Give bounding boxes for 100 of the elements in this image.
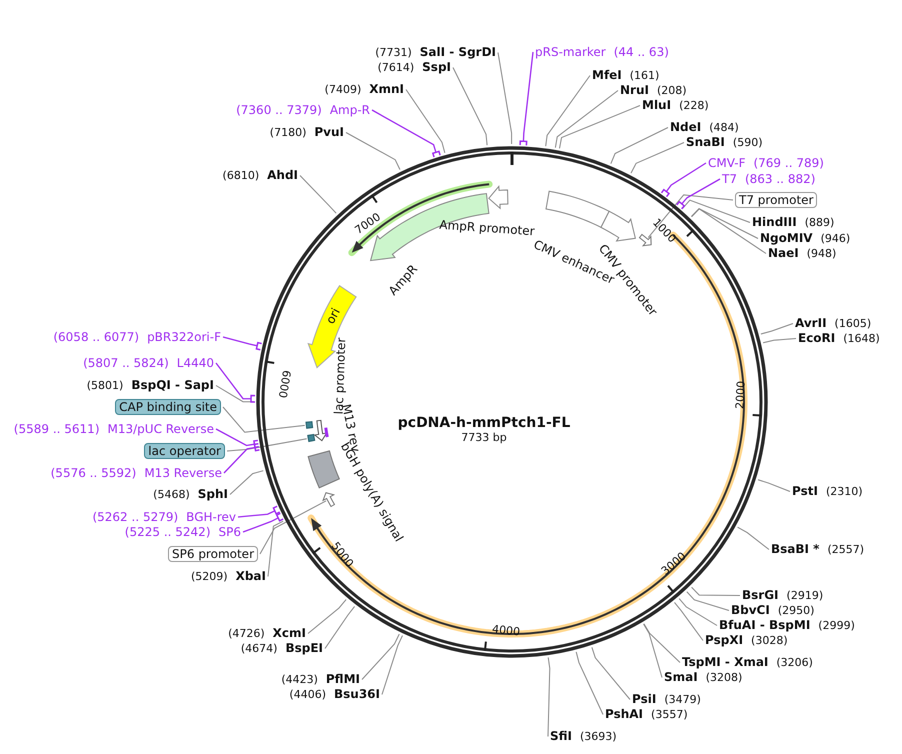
site-position: (5801) [86,379,124,393]
primer-position: (44 .. 63) [614,45,669,59]
feature-block [305,421,314,429]
site-position: (3557) [651,708,688,722]
site-position: (3206) [776,656,813,670]
site-position: (208) [656,84,687,98]
feature-segment [314,420,328,442]
site-position: (889) [804,216,834,230]
enzyme-name: AvrII [795,316,827,330]
feature-block [545,190,610,228]
leader-line [226,438,308,452]
leader-line [762,338,796,344]
leader-line [230,470,264,495]
site-position: (3693) [580,730,617,744]
site-position: (2557) [827,543,864,557]
enzyme-name: PshAI [605,707,644,721]
leader-line [576,651,604,715]
leader-line [643,623,662,678]
feature-bar [324,427,329,438]
enzyme-name: SnaBI [686,135,725,149]
leader-line [242,517,278,533]
primer-name: L4440 [176,356,214,370]
primer-position: (5589 .. 5611) [14,422,100,436]
enzyme-name: BbvCI [731,603,770,617]
leader-line [686,591,730,611]
leader-line [554,90,618,148]
site-position: (5468) [153,488,190,502]
leader-line [308,599,347,634]
leader-line [406,89,446,154]
primer-name: T7 [722,172,737,186]
feature-block [308,450,340,488]
feature-tag: lac operator [144,443,225,459]
site-position: (2919) [786,589,824,603]
feature-segment [600,210,636,242]
leader-line [222,336,258,346]
leader-line [610,127,668,164]
enzyme-name: BfuAI - BspMI [719,618,810,632]
primer-name: pBR322ori-F [147,330,221,344]
leader-line [224,446,256,474]
tick-label: 2000 [733,380,749,410]
enzyme-name: NruI [620,83,649,97]
enzyme-name: AhdI [267,168,298,182]
feature-block [307,434,316,442]
leader-line [522,52,534,142]
enzyme-name: PstI [792,484,818,498]
enzyme-name: PspXI [705,633,744,647]
primer-name: CMV-F [708,156,746,170]
site-position: (946) [820,232,850,246]
feature-tag: CAP binding site [115,399,221,415]
leader-line [215,362,252,400]
site-position: (2950) [778,604,814,618]
leader-line [691,208,766,254]
leader-line [682,200,750,223]
site-position: (7614) [378,61,414,75]
leader-line [630,142,684,174]
leader-line [324,606,356,649]
leader-line [690,208,758,239]
site-position: (228) [679,99,709,113]
site-position: (7409) [324,83,362,97]
site-position: (7731) [375,46,412,60]
leader-line [559,105,640,149]
leader-line [222,406,306,433]
leader-line [452,67,488,146]
enzyme-name: Bsu36I [334,687,380,701]
primer-name: M13 Reverse [144,466,222,480]
feature-segment [638,234,652,246]
site-position: (5209) [191,570,228,584]
primer-name: pRS-marker [535,45,606,59]
enzyme-name: XcmI [272,626,306,640]
enzyme-name: MluI [642,98,672,112]
primer-name: SP6 [218,525,241,539]
leader-line [648,194,734,238]
site-position: (4406) [289,688,326,702]
enzyme-name: NgoMIV [760,231,813,245]
enzyme-name: SmaI [664,670,698,684]
feature-segment [322,492,336,508]
leader-line [691,586,740,596]
feature-tag: SP6 promoter [168,546,258,562]
leader-line [678,598,718,626]
primer-position: (5576 .. 5592) [50,466,136,480]
site-position: (484) [709,121,739,135]
site-position: (2999) [818,619,855,633]
site-position: (4674) [240,642,278,656]
leader-line [498,52,512,144]
leader-line [760,323,794,334]
site-position: (161) [630,69,660,83]
leader-line [382,635,403,695]
feature-segment [488,185,508,210]
leader-line [268,520,284,577]
leader-line [681,178,720,204]
site-position: (6810) [222,169,260,183]
site-position: (7180) [270,126,306,140]
enzyme-name: BsaBI * [771,542,820,556]
site-position: (3208) [706,671,742,685]
leader-line [300,175,337,214]
leader-line [260,500,327,554]
enzyme-name: NdeI [670,120,702,134]
feature-label: ori [323,306,343,326]
enzyme-name: BsrGI [742,588,779,602]
feature-tag: T7 promoter [735,192,818,208]
